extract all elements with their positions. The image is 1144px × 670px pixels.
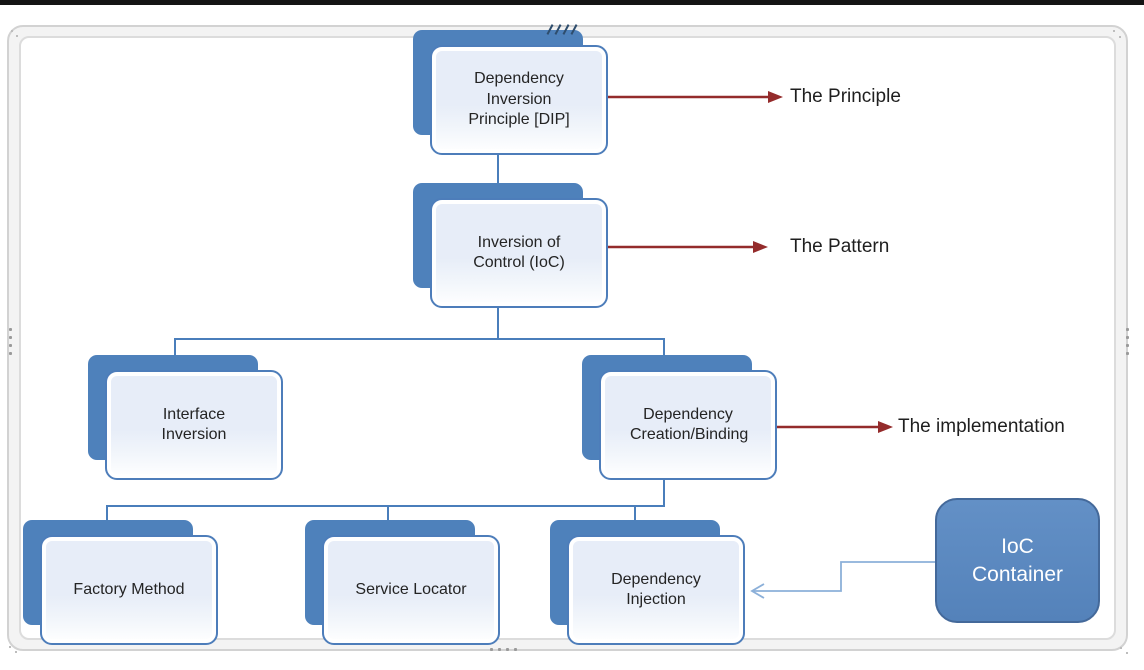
node-box: Factory Method bbox=[40, 535, 218, 645]
node-label: Service Locator bbox=[355, 580, 467, 598]
node-box: Service Locator bbox=[322, 535, 500, 645]
node-dependency-injection: Dependency Injection bbox=[550, 520, 745, 645]
node-box: Interface Inversion bbox=[105, 370, 283, 480]
node-label: Dependency Inversion Principle [DIP] bbox=[468, 70, 570, 129]
node-box: Dependency Creation/Binding bbox=[599, 370, 777, 480]
node-box: Inversion of Control (IoC) bbox=[430, 198, 608, 308]
node-dependency-creation-binding: Dependency Creation/Binding bbox=[582, 355, 777, 480]
node-label: Interface Inversion bbox=[161, 405, 227, 443]
node-ioc-container: IoC Container bbox=[935, 498, 1100, 623]
annotation-the-implementation: The implementation bbox=[898, 416, 1065, 437]
annotation-the-pattern: The Pattern bbox=[790, 236, 890, 257]
annotation-the-principle: The Principle bbox=[790, 86, 901, 107]
node-box: Dependency Injection bbox=[567, 535, 745, 645]
node-factory-method: Factory Method bbox=[23, 520, 218, 645]
top-black-bar bbox=[0, 0, 1144, 5]
node-interface-inversion: Interface Inversion bbox=[88, 355, 283, 480]
node-box: Dependency Inversion Principle [DIP] bbox=[430, 45, 608, 155]
node-label: Dependency Injection bbox=[611, 570, 701, 608]
annotation-arrows bbox=[608, 91, 893, 433]
node-label: Inversion of Control (IoC) bbox=[473, 233, 565, 271]
node-label: IoC Container bbox=[971, 535, 1064, 586]
ioc-container-arrow bbox=[750, 561, 935, 599]
node-label: Dependency Creation/Binding bbox=[630, 405, 749, 443]
node-inversion-of-control: Inversion of Control (IoC) bbox=[413, 183, 608, 308]
node-service-locator: Service Locator bbox=[305, 520, 500, 645]
node-dependency-inversion-principle: Dependency Inversion Principle [DIP] bbox=[413, 30, 608, 155]
node-label: Factory Method bbox=[73, 580, 185, 598]
